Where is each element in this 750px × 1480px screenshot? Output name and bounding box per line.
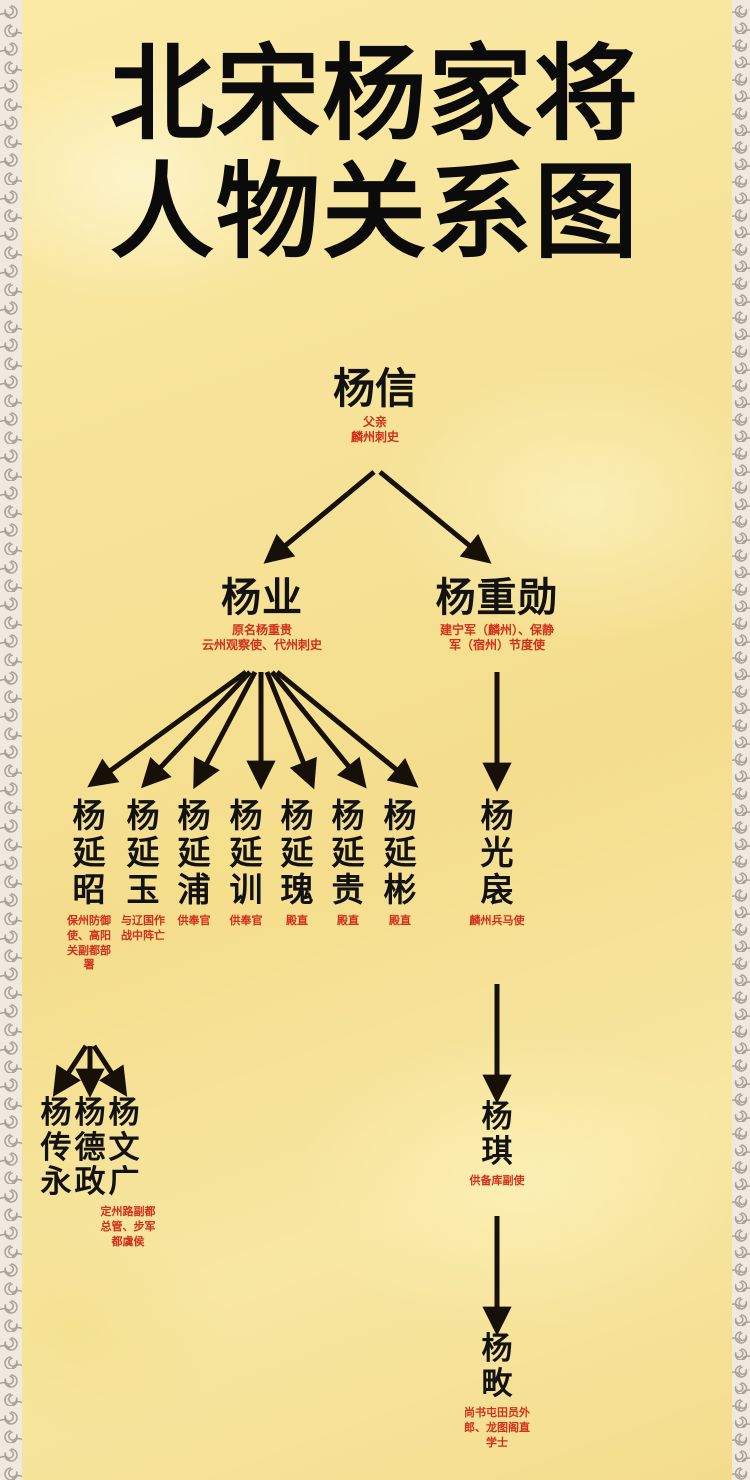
node-yangchongxun[interactable]: 杨重勋 建宁军（麟州）、保静 军（宿州）节度使 xyxy=(397,578,597,652)
node-yangqi-name: 杨 琪 xyxy=(481,1099,513,1170)
node-yangchongxun-name: 杨重勋 xyxy=(435,575,559,621)
node-yangxin[interactable]: 杨信 父亲 麟州刺史 xyxy=(300,368,450,444)
node-yangguangyi-name: 杨 光 扆 xyxy=(480,796,514,909)
node-yangyanzhao-role: 保州防御使、高阳关副都部署 xyxy=(67,913,111,972)
node-yangchuanyong-name: 杨 传 永 xyxy=(40,1095,72,1201)
node-yangyanzhao[interactable]: 杨 延 昭 保州防御使、高阳关副都部署 xyxy=(62,796,116,973)
title-line-2: 人物关系图 xyxy=(109,151,640,273)
node-yangyangui-gui[interactable]: 杨 延 瑰 殿直 xyxy=(270,796,324,929)
node-yangtian[interactable]: 杨 畋 尚书屯田员外郎、龙图阁直学士 xyxy=(464,1332,530,1451)
node-yangyanbin-name: 杨 延 彬 xyxy=(383,796,417,909)
node-yangtian-role: 尚书屯田员外郎、龙图阁直学士 xyxy=(464,1406,530,1450)
node-yangchongxun-role: 建宁军（麟州）、保静 军（宿州）节度使 xyxy=(439,623,554,652)
node-yangyanyu-role: 与辽国作战中阵亡 xyxy=(121,913,165,942)
left-border-ornament xyxy=(0,0,22,1480)
node-yangguangyi-role: 麟州兵马使 xyxy=(469,913,525,927)
node-yangchuanyong[interactable]: 杨 传 永 xyxy=(30,1096,82,1200)
node-yangyangui-gui-name: 杨 延 瑰 xyxy=(280,796,314,909)
node-yangyangui-name: 杨 延 贵 xyxy=(331,796,365,909)
title-line-1: 北宋杨家将 xyxy=(109,33,640,155)
node-yangyanpu-role: 供奉官 xyxy=(177,913,211,927)
node-yangyangui-role: 殿直 xyxy=(337,913,359,927)
node-yangdezheng-name: 杨 德 政 xyxy=(74,1095,106,1201)
node-yangyanyu-name: 杨 延 玉 xyxy=(126,796,160,909)
node-yangye[interactable]: 杨业 原名杨重贵 云州观察使、代州刺史 xyxy=(162,578,362,652)
node-yangyanxun[interactable]: 杨 延 训 供奉官 xyxy=(219,796,273,929)
node-yangyanbin-role: 殿直 xyxy=(389,913,411,927)
node-yangwenguang-name: 杨 文 广 xyxy=(108,1095,140,1201)
node-yangqi[interactable]: 杨 琪 供备库副使 xyxy=(464,1100,530,1189)
poster-title: 北宋杨家将 人物关系图 xyxy=(0,42,750,264)
node-yangyanpu-name: 杨 延 浦 xyxy=(177,796,211,909)
node-yangyangui-gui-role: 殿直 xyxy=(286,913,308,927)
node-yangyanbin[interactable]: 杨 延 彬 殿直 xyxy=(373,796,427,929)
node-yangyanxun-name: 杨 延 训 xyxy=(229,796,263,909)
node-yangqi-role: 供备库副使 xyxy=(469,1174,525,1188)
node-yangguangyi[interactable]: 杨 光 扆 麟州兵马使 xyxy=(464,796,530,929)
node-yangyanxun-role: 供奉官 xyxy=(229,913,263,927)
node-yangye-name: 杨业 xyxy=(221,575,303,621)
node-yangxin-name: 杨信 xyxy=(332,364,417,413)
node-yangtian-name: 杨 畋 xyxy=(481,1331,513,1402)
node-yangyanpu[interactable]: 杨 延 浦 供奉官 xyxy=(167,796,221,929)
node-yangwenguang-role: 定州路副都总管、步军都虞侯 xyxy=(100,1205,156,1248)
node-yangyanzhao-name: 杨 延 昭 xyxy=(72,796,106,909)
node-yangyangui[interactable]: 杨 延 贵 殿直 xyxy=(321,796,375,929)
node-yangxin-role: 父亲 麟州刺史 xyxy=(350,415,399,444)
node-yangyanyu[interactable]: 杨 延 玉 与辽国作战中阵亡 xyxy=(116,796,170,944)
node-yangwenguang[interactable]: 杨 文 广 定州路副都总管、步军都虞侯 xyxy=(98,1095,156,1250)
node-yangdezheng[interactable]: 杨 德 政 xyxy=(64,1096,116,1200)
node-yangye-role: 原名杨重贵 云州观察使、代州刺史 xyxy=(201,623,322,652)
right-border-ornament xyxy=(732,0,750,1480)
